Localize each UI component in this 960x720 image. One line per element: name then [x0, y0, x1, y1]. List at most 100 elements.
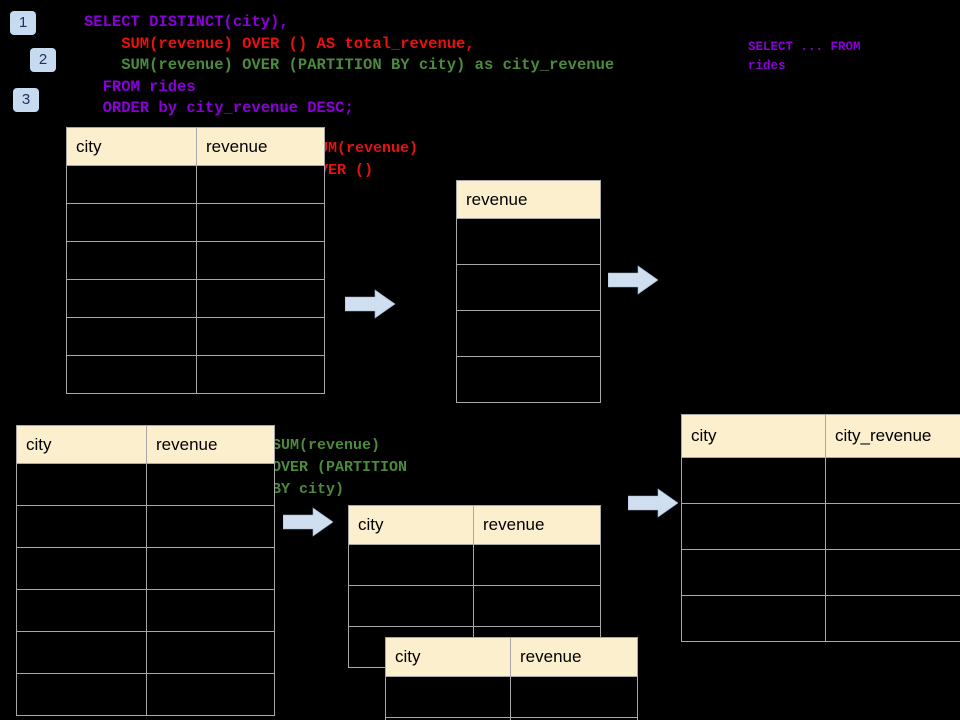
- table-row: [66, 355, 325, 394]
- table-cell: [473, 544, 601, 586]
- table-row: [16, 463, 275, 506]
- sql-line-5: ORDER by city_revenue DESC;: [84, 99, 354, 117]
- table-cell: [510, 717, 638, 720]
- table-row: [681, 503, 960, 550]
- table-row: [681, 549, 960, 596]
- column-header: revenue: [146, 425, 275, 464]
- sql-line-1: SELECT DISTINCT(city),: [84, 13, 289, 31]
- table-cell: [196, 355, 325, 394]
- column-header: city: [681, 414, 826, 458]
- table-cell: [16, 589, 147, 632]
- table-cell: [825, 549, 960, 596]
- arrow-partition-to-result-icon: [628, 488, 678, 518]
- annotation-sum-over-empty: SUM(revenue) OVER (): [310, 140, 419, 179]
- annotation-sum-over-partition: SUM(revenue) OVER (PARTITION BY city): [272, 437, 408, 498]
- table-row: [66, 165, 325, 204]
- select-from-rides-note: SELECT ... FROM rides: [748, 40, 861, 73]
- table-cell: [456, 310, 601, 357]
- sql-query-block: SELECT DISTINCT(city), SUM(revenue) OVER…: [84, 12, 614, 120]
- table-cell: [681, 503, 826, 550]
- table-cell: [473, 585, 601, 627]
- table-row: [66, 241, 325, 280]
- table-cell: [146, 505, 275, 548]
- table-cell: [348, 544, 474, 586]
- table-cell: [681, 595, 826, 642]
- table-row: [681, 457, 960, 504]
- table-cell: [66, 355, 197, 394]
- table-cell: [681, 549, 826, 596]
- step-badge-2: 2: [30, 48, 56, 72]
- table-cell: [510, 676, 638, 718]
- arrow-source-to-total-icon: [345, 289, 395, 319]
- table-cell: [66, 165, 197, 204]
- table-cell: [196, 165, 325, 204]
- column-header: city: [385, 637, 511, 677]
- step-badge-3: 3: [13, 88, 39, 112]
- table-row: [456, 310, 601, 357]
- table-cell: [196, 279, 325, 318]
- table-cell: [146, 589, 275, 632]
- table-cell: [66, 317, 197, 356]
- table-row: [66, 317, 325, 356]
- table-row: [16, 631, 275, 674]
- table-cell: [146, 631, 275, 674]
- column-header: city_revenue: [825, 414, 960, 458]
- table-header-row: revenue: [456, 180, 601, 219]
- arrow-total-to-result-icon: [608, 265, 658, 295]
- table-cell: [16, 673, 147, 716]
- table-cell: [825, 457, 960, 504]
- table-row: [456, 264, 601, 311]
- table-cell: [825, 503, 960, 550]
- table-cell: [16, 463, 147, 506]
- table-row: [348, 544, 601, 586]
- column-header: revenue: [456, 180, 601, 219]
- column-header: city: [66, 127, 197, 166]
- table-cell: [456, 218, 601, 265]
- table-cell: [196, 317, 325, 356]
- table-cell: [16, 547, 147, 590]
- table-cell: [196, 241, 325, 280]
- table-row: [16, 505, 275, 548]
- table-cell: [385, 676, 511, 718]
- table-row: [385, 676, 638, 718]
- column-header: revenue: [196, 127, 325, 166]
- table-row: [66, 279, 325, 318]
- table-cell: [146, 463, 275, 506]
- column-header: revenue: [510, 637, 638, 677]
- column-header: city: [348, 505, 474, 545]
- table-cell: [681, 457, 826, 504]
- table-cell: [825, 595, 960, 642]
- sql-line-2: SUM(revenue) OVER () AS total_revenue,: [84, 34, 475, 53]
- table-row: [16, 589, 275, 632]
- table-row: [66, 203, 325, 242]
- table-row: [681, 595, 960, 642]
- sql-line-3: SUM(revenue) OVER (PARTITION BY city) as…: [84, 56, 615, 74]
- column-header: revenue: [473, 505, 601, 545]
- table-row: [348, 585, 601, 627]
- table-cell: [16, 631, 147, 674]
- table-cell: [146, 673, 275, 716]
- table-row: [16, 673, 275, 716]
- table-cell: [66, 241, 197, 280]
- table-row: [16, 547, 275, 590]
- table-row: [456, 356, 601, 403]
- sql-line-4: FROM rides: [84, 77, 196, 96]
- step-badge-1: 1: [10, 11, 36, 35]
- arrow-source-to-partition-icon: [283, 507, 333, 537]
- table-cell: [456, 356, 601, 403]
- table-row: [456, 218, 601, 265]
- column-header: city: [16, 425, 147, 464]
- table-cell: [146, 547, 275, 590]
- table-cell: [66, 279, 197, 318]
- table-cell: [66, 203, 197, 242]
